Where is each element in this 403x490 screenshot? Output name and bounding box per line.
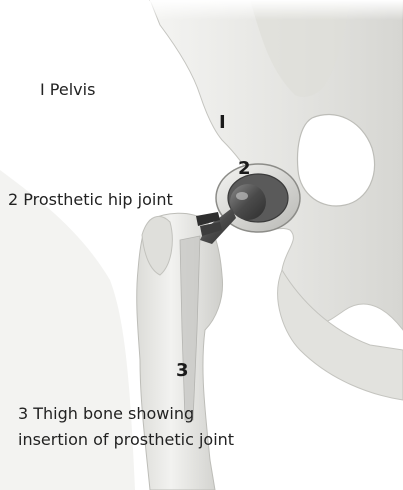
pelvis-label: I Pelvis bbox=[40, 78, 95, 102]
thigh-bone-label-line1: 3 Thigh bone showing bbox=[18, 402, 194, 426]
thigh-bone-label-line2: insertion of prosthetic joint bbox=[18, 428, 234, 452]
femoral-head bbox=[230, 184, 266, 220]
marker-3: 3 bbox=[176, 360, 189, 381]
marker-1: I bbox=[219, 112, 226, 133]
marker-2: 2 bbox=[238, 158, 251, 179]
prosthetic-hip-joint-label: 2 Prosthetic hip joint bbox=[8, 188, 173, 212]
